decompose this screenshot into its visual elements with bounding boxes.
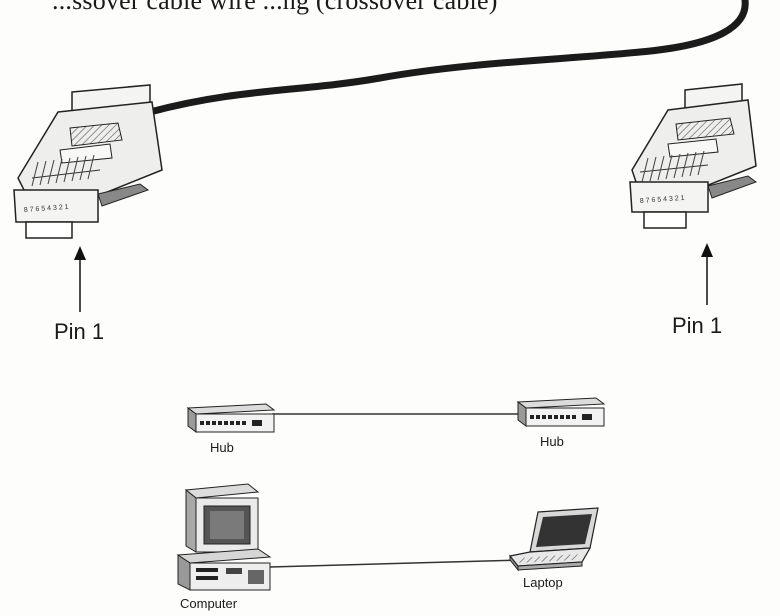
diagram-title: ...ssover cable wire ...ng (crossover ca…	[52, 0, 498, 15]
pin1-label-right: Pin 1	[672, 313, 723, 338]
left-rj45-connector	[13, 84, 163, 312]
pin-numbers-right: 8 7 6 5 4 3 2 1	[640, 195, 685, 205]
hub-label: Hub	[210, 440, 234, 455]
hub-icon	[186, 403, 276, 433]
computer-label: Computer	[180, 596, 238, 611]
hub-label: Hub	[540, 434, 564, 449]
right-rj45-connector	[629, 83, 758, 305]
laptop-label: Laptop	[523, 575, 563, 590]
computer-icon	[176, 483, 272, 591]
laptop-icon	[508, 507, 599, 572]
pin-numbers-left: 8 7 6 5 4 3 2 1	[24, 204, 69, 214]
computer-to-laptop-link	[269, 559, 523, 568]
pin1-label-left: Pin 1	[54, 319, 105, 344]
crossover-cable	[146, 0, 749, 116]
hub-icon	[516, 397, 606, 427]
